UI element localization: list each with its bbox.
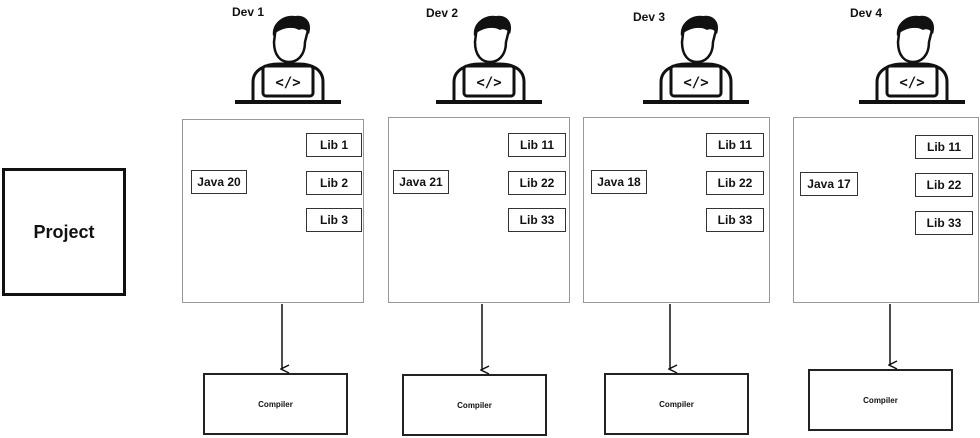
- dev-1-lib-1: Lib 1: [306, 133, 362, 157]
- dev-2-compiler: Compiler: [402, 374, 547, 436]
- dev-3-lib-3: Lib 33: [706, 208, 764, 232]
- dev-1-lib-3: Lib 3: [306, 208, 362, 232]
- developer-icon: </>: [643, 15, 749, 104]
- dev-4-compiler: Compiler: [808, 369, 953, 431]
- dev-2-lib-2: Lib 22: [508, 171, 566, 195]
- dev-3-java-version: Java 18: [591, 170, 647, 194]
- project-label: Project: [33, 221, 95, 242]
- dev-3-lib-2: Lib 22: [706, 171, 764, 195]
- svg-text:</>: </>: [275, 75, 300, 91]
- dev-1-lib-2: Lib 2: [306, 171, 362, 195]
- developer-icon: </>: [859, 15, 965, 104]
- dev-2-lib-3: Lib 33: [508, 208, 566, 232]
- developer-icon: </>: [235, 15, 341, 104]
- dev-4-lib-2: Lib 22: [915, 173, 973, 197]
- dev-1-compiler: Compiler: [203, 373, 348, 435]
- dev-3-label: Dev 3: [633, 10, 666, 24]
- developer-icon: </>: [436, 15, 542, 104]
- dev-2-label: Dev 2: [426, 6, 459, 20]
- svg-text:</>: </>: [683, 75, 708, 91]
- dev-3-lib-1: Lib 11: [706, 133, 764, 157]
- dev-2-java-version: Java 21: [393, 170, 449, 194]
- dev-3-compiler: Compiler: [604, 373, 749, 435]
- svg-text:</>: </>: [899, 75, 924, 91]
- dev-4-lib-3: Lib 33: [915, 211, 973, 235]
- dev-1-label: Dev 1: [232, 5, 265, 19]
- dev-1-java-version: Java 20: [191, 170, 247, 194]
- dev-2-lib-1: Lib 11: [508, 133, 566, 157]
- dev-4-lib-1: Lib 11: [915, 135, 973, 159]
- dev-4-label: Dev 4: [850, 6, 883, 20]
- dev-4-java-version: Java 17: [800, 172, 858, 196]
- svg-text:</>: </>: [476, 75, 501, 91]
- project-box: Project: [2, 168, 126, 296]
